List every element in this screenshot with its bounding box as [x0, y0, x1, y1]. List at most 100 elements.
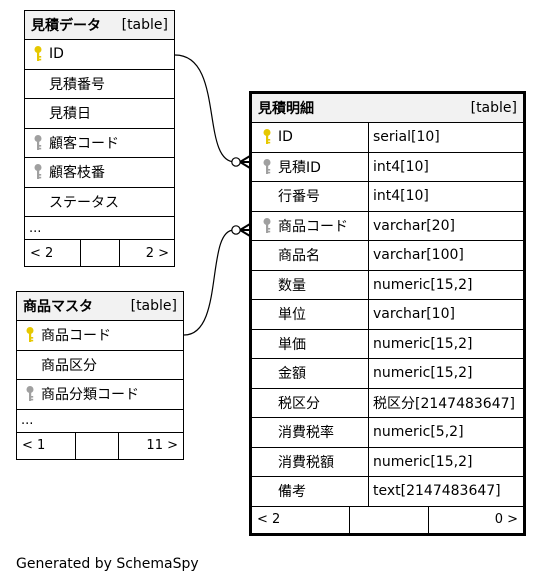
column-row[interactable]: ID serial[10] — [252, 123, 523, 153]
column-name-cell: 消費税率 — [252, 418, 369, 447]
column-type: text[2147483647] — [373, 483, 501, 500]
column-type: numeric[15,2] — [373, 276, 473, 293]
column-row[interactable]: ステータス — [25, 188, 174, 217]
column-name-cell: 見積日 — [25, 99, 91, 128]
column-name: 単位 — [278, 307, 306, 324]
column-name-cell: 税区分 — [252, 388, 369, 417]
column-row[interactable]: 商品区分 — [17, 351, 183, 380]
child-count[interactable]: 11 > — [146, 438, 178, 453]
column-name: 顧客コード — [49, 135, 119, 152]
column-name: ID — [278, 129, 293, 146]
column-name: ID — [49, 46, 64, 63]
column-name: 商品区分 — [41, 357, 97, 374]
foreign-key-icon — [258, 217, 276, 235]
column-name: 顧客枝番 — [49, 165, 105, 182]
table-header: 商品マスタ [table] — [17, 292, 183, 321]
relation-optional-marker — [231, 225, 241, 235]
column-name-cell: 商品コード — [17, 321, 111, 350]
column-name-cell: 見積ID — [252, 152, 369, 181]
relation-crowfoot-marker — [239, 155, 251, 169]
column-type: int4[10] — [373, 158, 429, 175]
parent-count[interactable]: < 2 — [25, 240, 81, 266]
more-columns: ... — [25, 217, 174, 240]
generated-by-label: Generated by SchemaSpy — [16, 556, 199, 572]
foreign-key-icon — [29, 163, 47, 181]
table-footer: < 2 0 > — [252, 506, 523, 533]
column-type: varchar[10] — [373, 306, 455, 323]
table-name: 見積明細 — [258, 101, 314, 117]
column-type: serial[10] — [373, 129, 440, 146]
column-name-cell: 数量 — [252, 270, 369, 299]
table-name: 商品マスタ — [23, 299, 93, 315]
column-name-cell: 商品区分 — [17, 351, 97, 380]
table-header: 見積明細 [table] — [252, 94, 523, 123]
key-icon — [258, 128, 276, 146]
column-name: 備考 — [278, 484, 306, 501]
column-row[interactable]: 顧客枝番 — [25, 158, 174, 188]
column-name-cell: 金額 — [252, 359, 369, 388]
column-row[interactable]: 備考 text[2147483647] — [252, 477, 523, 507]
product-table[interactable]: 商品マスタ [table] 商品コード商品区分商品分類コード ... < 1 1… — [16, 291, 184, 460]
column-type: numeric[15,2] — [373, 335, 473, 352]
column-row[interactable]: 商品コード — [17, 321, 183, 351]
column-name: 商品コード — [41, 328, 111, 345]
column-type: numeric[15,2] — [373, 365, 473, 382]
column-name: 見積日 — [49, 106, 91, 123]
foreign-key-icon — [258, 158, 276, 176]
column-row[interactable]: 見積番号 — [25, 70, 174, 99]
column-name-cell: 顧客コード — [25, 129, 119, 158]
relation-line-product-detail — [183, 229, 235, 336]
column-type: varchar[100] — [373, 247, 464, 264]
column-name-cell: 商品名 — [252, 241, 369, 270]
key-icon — [21, 326, 39, 344]
table-footer: < 1 11 > — [17, 432, 183, 459]
column-row[interactable]: 顧客コード — [25, 129, 174, 158]
column-row[interactable]: 見積日 — [25, 99, 174, 129]
column-row[interactable]: 税区分税区分[2147483647] — [252, 388, 523, 418]
column-row[interactable]: 単位 varchar[10] — [252, 300, 523, 330]
column-row[interactable]: 商品名 varchar[100] — [252, 241, 523, 271]
footer-spacer — [76, 432, 119, 459]
column-row[interactable]: ID — [25, 40, 174, 70]
table-kind: [table] — [470, 100, 517, 116]
foreign-key-icon — [21, 385, 39, 403]
column-name-cell: 単位 — [252, 300, 369, 329]
column-name-cell: 商品分類コード — [17, 380, 139, 409]
table-kind: [table] — [130, 298, 177, 314]
column-name-cell: 行番号 — [252, 182, 369, 211]
column-name-cell: 顧客枝番 — [25, 158, 105, 187]
column-row[interactable]: 単価 numeric[15,2] — [252, 329, 523, 359]
relation-line-estimate-detail — [174, 54, 236, 163]
child-count[interactable]: 2 > — [145, 245, 169, 261]
column-name-cell: ID — [25, 40, 64, 69]
relation-crowfoot-marker — [239, 223, 251, 237]
parent-count[interactable]: < 2 — [252, 506, 350, 533]
column-name-cell: ID — [252, 123, 369, 152]
column-name-cell: 単価 — [252, 329, 369, 358]
column-name: 消費税額 — [278, 454, 334, 471]
parent-count[interactable]: < 1 — [17, 432, 76, 459]
column-name-cell: 見積番号 — [25, 70, 105, 99]
foreign-key-icon — [29, 134, 47, 152]
footer-spacer — [350, 506, 429, 533]
column-name: 商品名 — [278, 248, 320, 265]
column-name: 単価 — [278, 336, 306, 353]
column-type: varchar[20] — [373, 217, 455, 234]
column-name-cell: 備考 — [252, 477, 369, 506]
child-count[interactable]: 0 > — [494, 512, 518, 527]
column-name: 消費税率 — [278, 425, 334, 442]
column-name: 商品分類コード — [41, 387, 139, 404]
footer-spacer — [81, 240, 120, 266]
column-name: 金額 — [278, 366, 306, 383]
column-row[interactable]: 金額 numeric[15,2] — [252, 359, 523, 389]
column-row[interactable]: 商品分類コード — [17, 380, 183, 410]
